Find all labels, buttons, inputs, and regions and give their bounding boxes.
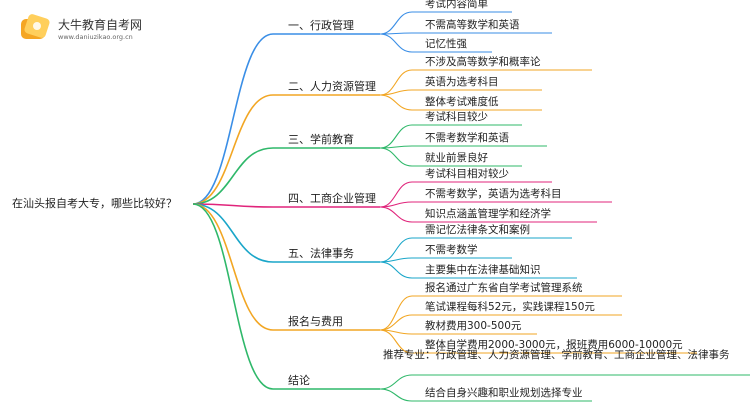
leaf-connector — [379, 206, 597, 223]
leaf-connector — [379, 295, 622, 331]
branch-connector — [192, 147, 380, 205]
leaf-connector — [379, 374, 750, 390]
leaf-connector — [379, 124, 522, 149]
leaf-connector — [379, 201, 612, 208]
branch-connector — [192, 203, 380, 390]
branch-connector — [192, 94, 380, 205]
leaf-label: 就业前景良好 — [425, 152, 488, 164]
brand-name: 大牛教育自考网 — [58, 18, 143, 32]
leaf-connector — [379, 32, 552, 35]
leaf-connector — [379, 261, 577, 279]
leaf-label: 考试科目较少 — [425, 111, 488, 123]
branch-connector — [192, 33, 380, 205]
branch-connector — [192, 203, 380, 331]
leaf-label: 考试内容简单 — [425, 0, 488, 10]
leaf-connector — [379, 237, 572, 263]
leaf-label: 不需高等数学和英语 — [425, 19, 520, 31]
leaf-connector — [379, 94, 542, 111]
leaf-label: 知识点涵盖管理学和经济学 — [425, 208, 551, 220]
leaf-connector — [379, 257, 512, 263]
leaf-label: 整体考试难度低 — [425, 96, 499, 108]
leaf-label: 不涉及高等数学和概率论 — [425, 56, 541, 68]
leaf-connector — [379, 181, 552, 208]
branch-label: 二、人力资源管理 — [288, 80, 376, 93]
leaf-label: 结合自身兴趣和职业规划选择专业 — [425, 387, 583, 399]
branch-label: 五、法律事务 — [288, 247, 354, 260]
leaf-label: 不需考数学，英语为选考科目 — [425, 188, 562, 200]
leaf-label: 英语为选考科目 — [425, 76, 499, 88]
branch-label: 一、行政管理 — [288, 19, 354, 32]
leaf-label: 不需考数学 — [425, 244, 478, 256]
leaf-connector — [379, 388, 592, 402]
leaf-connector — [379, 145, 547, 149]
leaf-connector — [379, 69, 592, 96]
branch-connector — [192, 203, 380, 208]
branch-connector — [192, 203, 380, 263]
leaf-label: 考试科目相对较少 — [425, 168, 509, 180]
leaf-label: 教材费用300-500元 — [425, 320, 522, 332]
leaf-label: 推荐专业：行政管理、人力资源管理、学前教育、工商企业管理、法律事务 — [383, 349, 730, 361]
leaf-connector — [379, 147, 522, 167]
leaf-label: 报名通过广东省自学考试管理系统 — [425, 282, 583, 294]
logo-icon — [21, 14, 50, 39]
leaf-connector — [379, 33, 492, 53]
leaf-connector — [379, 11, 512, 35]
leaf-label: 需记忆法律条文和案例 — [425, 224, 530, 236]
brand-url: www.daniuzikao.org.cn — [58, 33, 133, 41]
branch-label: 报名与费用 — [288, 315, 343, 328]
leaf-connector — [379, 314, 622, 331]
leaf-label: 整体自学费用2000-3000元，报班费用6000-10000元 — [425, 339, 683, 351]
branch-label: 结论 — [288, 374, 310, 387]
root-topic: 在汕头报自考大专，哪些比较好？ — [12, 197, 177, 210]
leaf-label: 记忆性强 — [425, 38, 467, 50]
branch-label: 三、学前教育 — [288, 133, 354, 146]
leaf-label: 主要集中在法律基础知识 — [425, 264, 541, 276]
leaf-connector — [379, 89, 542, 96]
leaf-label: 不需考数学和英语 — [425, 132, 509, 144]
leaf-connector — [379, 329, 697, 354]
branch-label: 四、工商企业管理 — [288, 192, 376, 205]
leaf-label: 笔试课程每科52元，实践课程150元 — [425, 301, 595, 313]
